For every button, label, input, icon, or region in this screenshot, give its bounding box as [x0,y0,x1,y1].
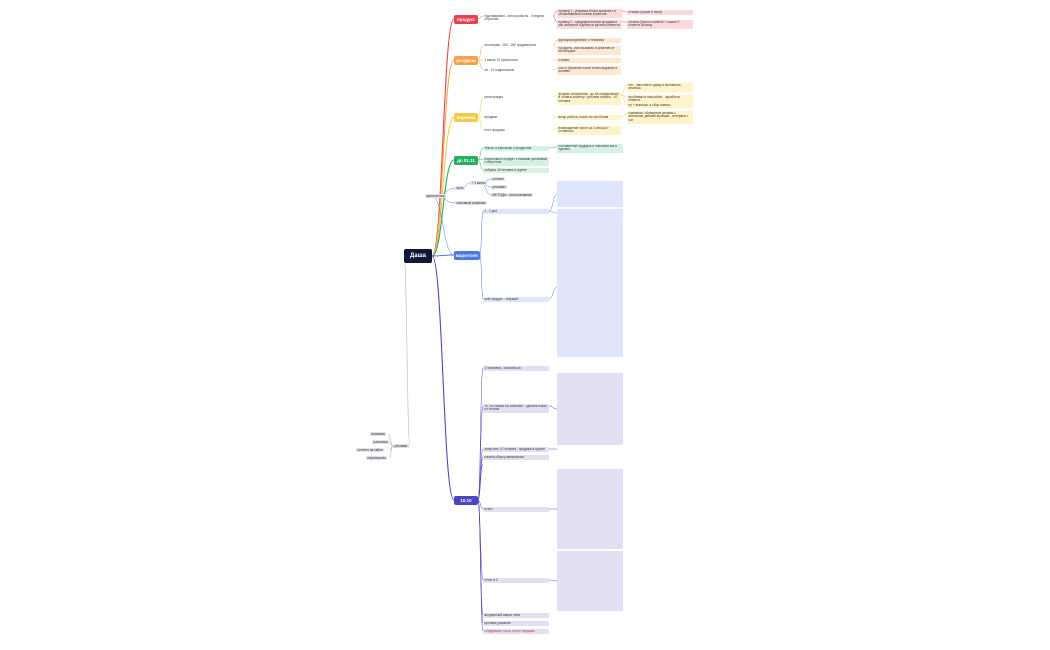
funnel-item-2[interactable]: формат интерактив - до на определение в … [557,92,621,105]
product-item-1[interactable]: пiдставки/мiнi - оптом работы - 3 недели… [484,14,545,22]
launch-item-1[interactable]: 2 человека - показать их [483,366,549,371]
marketing-text-block-1 [557,181,623,207]
root-node[interactable]: Даша [404,249,432,263]
resources-item-4[interactable]: 1 канал 20 прогрессов [484,58,518,62]
launch-item-4[interactable]: начать сборку материалов [483,455,549,460]
funnel-item-3[interactable]: нет - заполнить сумму и вспомнить анализ… [627,83,693,92]
launch-item-3[interactable]: запустить 10 человек - продажа в группе [483,447,549,452]
ads-item-1[interactable]: активная [370,432,387,436]
resources-item-1[interactable]: инстаграм - 200 - 250 продвинутых [484,43,537,47]
marketing-sub-2[interactable]: мой продукт - текущий [483,297,549,302]
ads-item-4[interactable]: партнерство [366,456,388,460]
marketing-diag[interactable]: диагностика [425,194,447,198]
resources-item-2[interactable]: функционирование и тематика [557,38,621,43]
before-item-2[interactable]: составление продукта и описания как и сд… [557,144,623,153]
before-item-3[interactable]: подготовить продукт с низкими условиями … [483,157,549,166]
funnel-item-1[interactable]: регистрация [484,95,503,99]
branch-resources[interactable]: ресурсы [454,56,478,65]
marketing-key[interactable]: ключевые решения [455,201,487,205]
launch-item-6[interactable]: отчет в 3 [483,578,549,583]
launch-item-5[interactable]: итоги [483,507,549,512]
product-item-4[interactable]: отзывы (чужие и свои) [627,10,693,15]
resources-item-5[interactable]: отзывы [557,58,621,63]
launch-item-8[interactable]: ценовое решение [483,621,549,626]
resources-item-3[interactable]: продукты, использовать в креативы в инст… [557,46,621,55]
funnel-item-9[interactable]: пост продажи [484,128,505,132]
before-item-1[interactable]: тексты и рассылки с продуктом [483,146,549,151]
launch-red-note [483,462,549,467]
branch-funnel[interactable]: воронка [454,113,478,122]
branch-before[interactable]: до 01.11 [454,156,478,165]
marketing-channel[interactable]: + 1 канал [470,181,488,185]
resources-item-7[interactable]: часто обучение после в мессенджере и акт… [557,66,621,75]
ads-label[interactable]: реклама [393,444,409,448]
launch-red-line [557,447,623,452]
launch-item-7[interactable]: актуальный смысл чата [483,613,549,618]
launch-item-9[interactable]: следующая точка, после продажи [483,629,549,634]
marketing-text-block-2 [557,209,623,217]
marketing-content[interactable]: контент [491,177,506,181]
funnel-item-5[interactable]: ну + выписки, а сбор анализ [627,103,693,108]
funnel-item-4[interactable]: проблемы в настройке - заработок клиента [627,95,693,104]
marketing-text-block-3 [557,217,623,357]
launch-text-block-1 [557,373,623,445]
funnel-item-10[interactable]: возвращение после за 1 месяц от основног… [557,126,621,135]
product-item-2[interactable]: пример 1 - упаковка блока активного в оп… [557,9,622,18]
funnel-item-8[interactable]: кампании, обращение делаем с анализом, д… [627,111,693,124]
ads-item-3[interactable]: контент на сайте [356,448,385,452]
launch-text-block-2 [557,469,623,549]
branch-launch[interactable]: 10.10 [454,496,478,505]
product-item-5[interactable]: оплата (чужого клиента + пошли 2 клиента… [627,20,693,29]
marketing-sub-1[interactable]: ч - 1 дня [483,209,549,214]
funnel-item-7[interactable]: вещи работа, после по чат-ботам [557,115,621,120]
marketing-methods[interactable]: МЕТОДЫ - использование [491,193,534,197]
launch-text-block-3 [557,551,623,611]
marketing-ads[interactable]: рекламы [491,185,508,189]
branch-marketing[interactable]: маркетинг [454,251,480,260]
ads-item-2[interactable]: рассылка [372,440,390,444]
launch-item-2[interactable]: то, что важно на занятиях - сделать пока… [483,404,549,413]
marketing-goal[interactable]: цель [455,186,465,190]
resources-item-6[interactable]: ап - 10 подписчиков [484,68,514,72]
funnel-item-6[interactable]: продажи [484,115,498,119]
branch-product[interactable]: продукт [454,15,478,24]
before-item-4[interactable]: собрать 10 человек в группе [483,168,549,173]
product-item-3[interactable]: пример 2 - предварительная продажа в мы … [557,20,622,29]
